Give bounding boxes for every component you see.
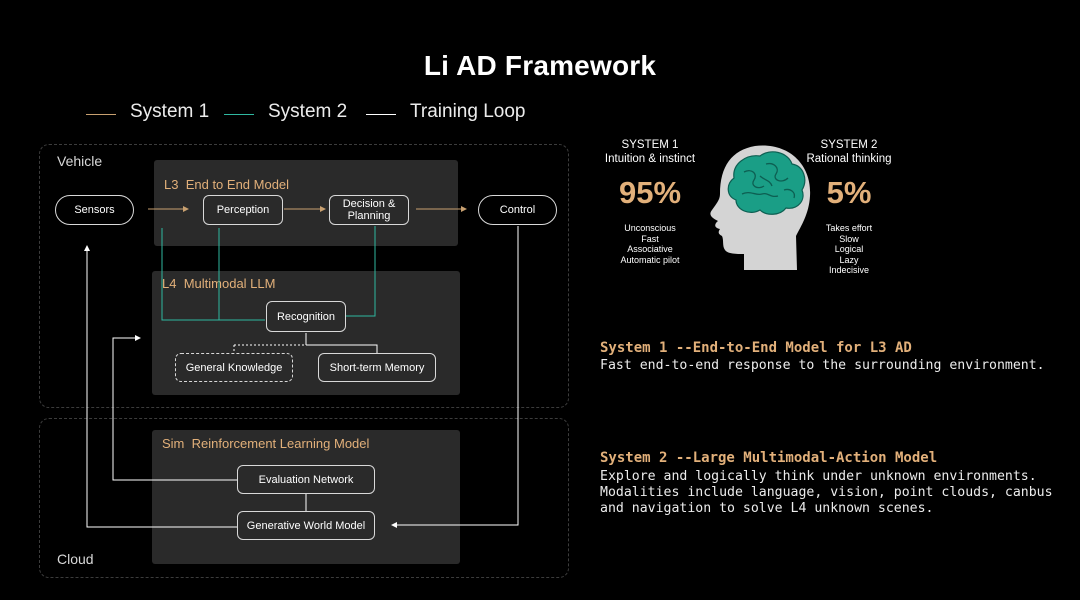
system1-percent: 95% [618, 175, 682, 210]
wire-memory-link [306, 344, 378, 353]
system1-traits: Unconscious Fast Associative Automatic p… [590, 223, 710, 265]
system2-description-title: System 2 --Large Multimodal-Action Model [600, 450, 938, 466]
legend-line-training-loop [366, 114, 396, 115]
system2-trait: Slow [839, 233, 859, 244]
system2-description-line: Explore and logically think under unknow… [600, 469, 1037, 484]
system1-trait: Automatic pilot [620, 254, 680, 265]
brain-head-icon [710, 145, 811, 270]
system2-percent: 5% [826, 175, 872, 210]
sim-level: Sim [162, 436, 185, 451]
legend-label-training-loop: Training Loop [410, 101, 526, 122]
system1-subtitle: Intuition & instinct [604, 153, 696, 165]
l3-panel-title: L3 End to End Model [164, 177, 289, 192]
system2-trait: Lazy [839, 254, 859, 265]
system2-trait: Takes effort [825, 223, 873, 233]
l3-panel [154, 160, 458, 246]
wire-evaluation-l4 [112, 335, 237, 481]
l4-level: L4 [162, 276, 177, 291]
brain-shape [727, 151, 806, 215]
system2-description-text: Explore and logically think under unknow… [600, 469, 1053, 517]
legend-label-system2: System 2 [268, 101, 348, 122]
short-term-memory-node: Short-term Memory [318, 353, 436, 382]
evaluation-network-node: Evaluation Network [237, 465, 375, 494]
system1-description-line: Fast end-to-end response to the surround… [600, 358, 1045, 373]
system2-heading-block: SYSTEM 2 Rational thinking [790, 138, 908, 166]
l4-panel-title: L4 Multimodal LLM [162, 276, 275, 291]
system1-trait: Associative [627, 244, 673, 254]
l4-name: Multimodal LLM [183, 276, 276, 291]
system1-trait: Fast [641, 233, 659, 244]
cloud-zone-label: Cloud [57, 551, 94, 567]
legend-line-system2 [224, 114, 254, 115]
page-title: Li AD Framework [423, 50, 657, 81]
vehicle-zone-label: Vehicle [57, 153, 103, 169]
system1-description-text: Fast end-to-end response to the surround… [600, 358, 1045, 374]
system2-description-line: Modalities include language, vision, poi… [600, 485, 1053, 500]
system2-trait: Logical [834, 244, 864, 254]
system2-trait: Indecisive [828, 265, 870, 275]
system1-heading-block: SYSTEM 1 Intuition & instinct [590, 138, 710, 166]
system2-traits: Takes effort Slow Logical Lazy Indecisiv… [790, 223, 908, 276]
system2-subtitle: Rational thinking [806, 153, 892, 165]
general-knowledge-node: General Knowledge [175, 353, 293, 382]
system1-heading: SYSTEM 1 [621, 139, 679, 151]
wire-recognition-decision [346, 226, 376, 317]
wire-control-world-model [391, 226, 519, 528]
system2-heading: SYSTEM 2 [820, 139, 878, 151]
cloud-zone [39, 418, 569, 578]
sensors-node: Sensors [55, 195, 134, 225]
decision-line1: Decision & [342, 198, 396, 210]
vehicle-zone [39, 144, 569, 408]
wire-world-model-sensors [84, 245, 237, 528]
decision-planning-node: Decision & Planning [329, 195, 409, 225]
system2-description-line: and navigation to solve L4 unknown scene… [600, 501, 934, 516]
wire-sensors-recognition [161, 228, 265, 321]
sim-panel-title: Sim Reinforcement Learning Model [162, 436, 369, 451]
l3-level: L3 [164, 177, 179, 192]
legend-label-system1: System 1 [130, 101, 210, 122]
l3-name: End to End Model [185, 177, 290, 192]
decision-line2: Planning [347, 210, 391, 222]
system1-description-title: System 1 --End-to-End Model for L3 AD [600, 340, 912, 356]
sim-name: Reinforcement Learning Model [191, 436, 370, 451]
legend-line-system1 [86, 114, 116, 115]
recognition-node: Recognition [266, 301, 346, 332]
system1-trait: Unconscious [624, 223, 676, 233]
generative-world-model-node: Generative World Model [237, 511, 375, 540]
control-node: Control [478, 195, 557, 225]
perception-node: Perception [203, 195, 283, 225]
